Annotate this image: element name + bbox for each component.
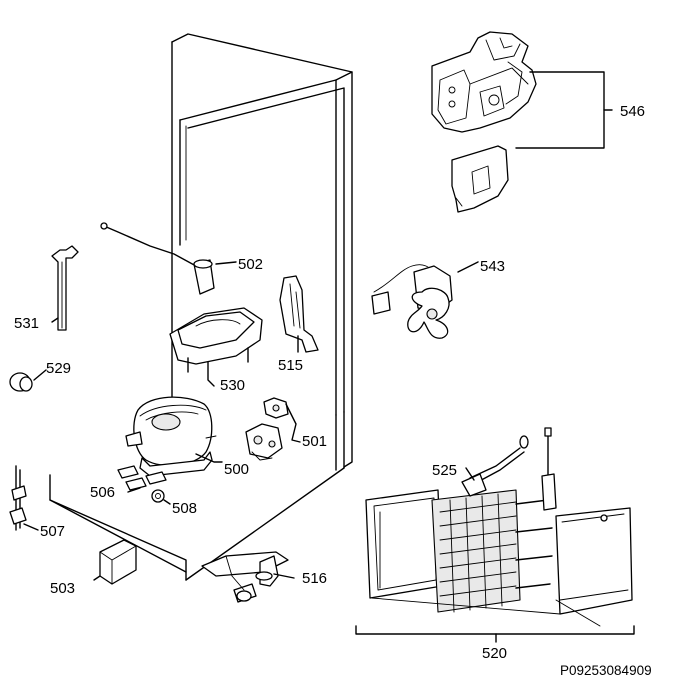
part-529-grommet [9,369,47,392]
part-516-valve-bracket [201,551,295,603]
part-labels: 546 543 502 531 515 529 530 501 500 525 … [14,103,652,678]
label-529: 529 [46,360,71,377]
label-530: 530 [220,377,245,394]
label-500: 500 [224,461,249,478]
part-520-evaporator [355,427,635,643]
label-502: 502 [238,256,263,273]
part-507-capillary [9,465,39,531]
label-531: 531 [14,315,39,332]
evaporator-coil [431,489,557,613]
label-501: 501 [302,433,327,450]
part-502-sensor-probe [100,222,237,295]
label-543: 543 [480,258,505,275]
part-546-fan-housing [431,31,613,213]
part-530-drip-tray [169,307,263,387]
label-506: 506 [90,484,115,501]
part-501-relay [245,397,301,461]
part-503-capacitor [93,539,137,585]
part-525-heater [461,435,529,497]
label-515: 515 [278,357,303,374]
label-520: 520 [482,645,507,662]
label-525: 525 [432,462,457,479]
label-507: 507 [40,523,65,540]
part-500-compressor [125,396,223,477]
drawing-code: P09253084909 [560,663,652,678]
part-515-clamp-bracket [279,275,319,353]
label-508: 508 [172,500,197,517]
part-531-drain-pipe [51,245,79,331]
label-503: 503 [50,580,75,597]
part-506-mounts [117,465,167,493]
part-543-fan-motor [371,261,479,339]
label-546: 546 [620,103,645,120]
label-516: 516 [302,570,327,587]
part-508-washer [151,489,171,505]
